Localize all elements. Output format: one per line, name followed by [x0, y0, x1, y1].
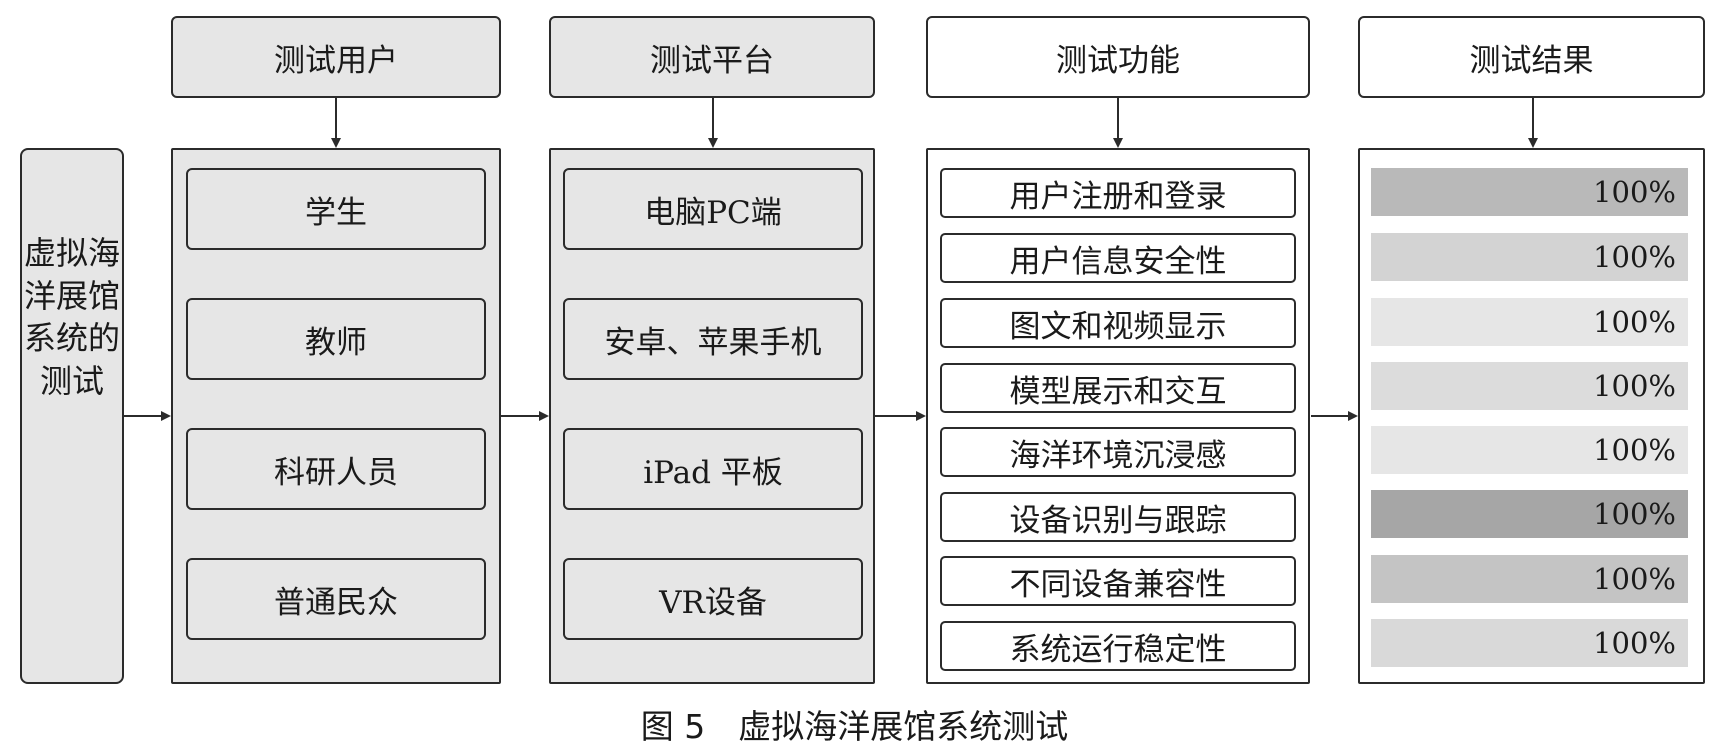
function-item: 模型展示和交互: [940, 363, 1296, 413]
function-item: 海洋环境沉浸感: [940, 427, 1296, 477]
result-bar: 100%: [1371, 426, 1688, 474]
function-item: 不同设备兼容性: [940, 556, 1296, 606]
result-bar: 100%: [1371, 233, 1688, 281]
header-test-platforms: 测试平台: [549, 16, 875, 98]
functions-panel: 用户注册和登录 用户信息安全性 图文和视频显示 模型展示和交互 海洋环境沉浸感 …: [926, 148, 1310, 684]
header-test-results: 测试结果: [1358, 16, 1705, 98]
user-item: 教师: [186, 298, 486, 380]
header-label: 测试结果: [1469, 42, 1594, 79]
figure-caption: 图 5 虚拟海洋展馆系统测试: [640, 707, 1069, 746]
function-item: 图文和视频显示: [940, 298, 1296, 348]
system-test-box: 虚拟海洋展馆系统的测试: [20, 148, 124, 684]
platform-item: VR设备: [563, 558, 863, 640]
result-bar: 100%: [1371, 168, 1688, 216]
platforms-panel: 电脑PC端 安卓、苹果手机 iPad 平板 VR设备: [549, 148, 875, 684]
user-item: 学生: [186, 168, 486, 250]
header-test-users: 测试用户: [171, 16, 501, 98]
header-label: 测试平台: [650, 42, 774, 79]
user-item: 科研人员: [186, 428, 486, 510]
platform-item: 安卓、苹果手机: [563, 298, 863, 380]
function-item: 系统运行稳定性: [940, 621, 1296, 671]
result-bar: 100%: [1371, 555, 1688, 603]
platform-item: 电脑PC端: [563, 168, 863, 250]
user-item: 普通民众: [186, 558, 486, 640]
function-item: 用户注册和登录: [940, 168, 1296, 218]
header-label: 测试功能: [1056, 42, 1180, 79]
platform-item: iPad 平板: [563, 428, 863, 510]
system-test-label: 虚拟海洋展馆系统的测试: [23, 234, 120, 400]
result-bar: 100%: [1371, 362, 1688, 410]
header-label: 测试用户: [274, 42, 398, 79]
result-bar: 100%: [1371, 619, 1688, 667]
results-panel: 100% 100% 100% 100% 100% 100% 100% 100%: [1358, 148, 1705, 684]
result-bar: 100%: [1371, 490, 1688, 538]
function-item: 用户信息安全性: [940, 233, 1296, 283]
function-item: 设备识别与跟踪: [940, 492, 1296, 542]
header-test-functions: 测试功能: [926, 16, 1310, 98]
users-panel: 学生 教师 科研人员 普通民众: [171, 148, 501, 684]
result-bar: 100%: [1371, 298, 1688, 346]
